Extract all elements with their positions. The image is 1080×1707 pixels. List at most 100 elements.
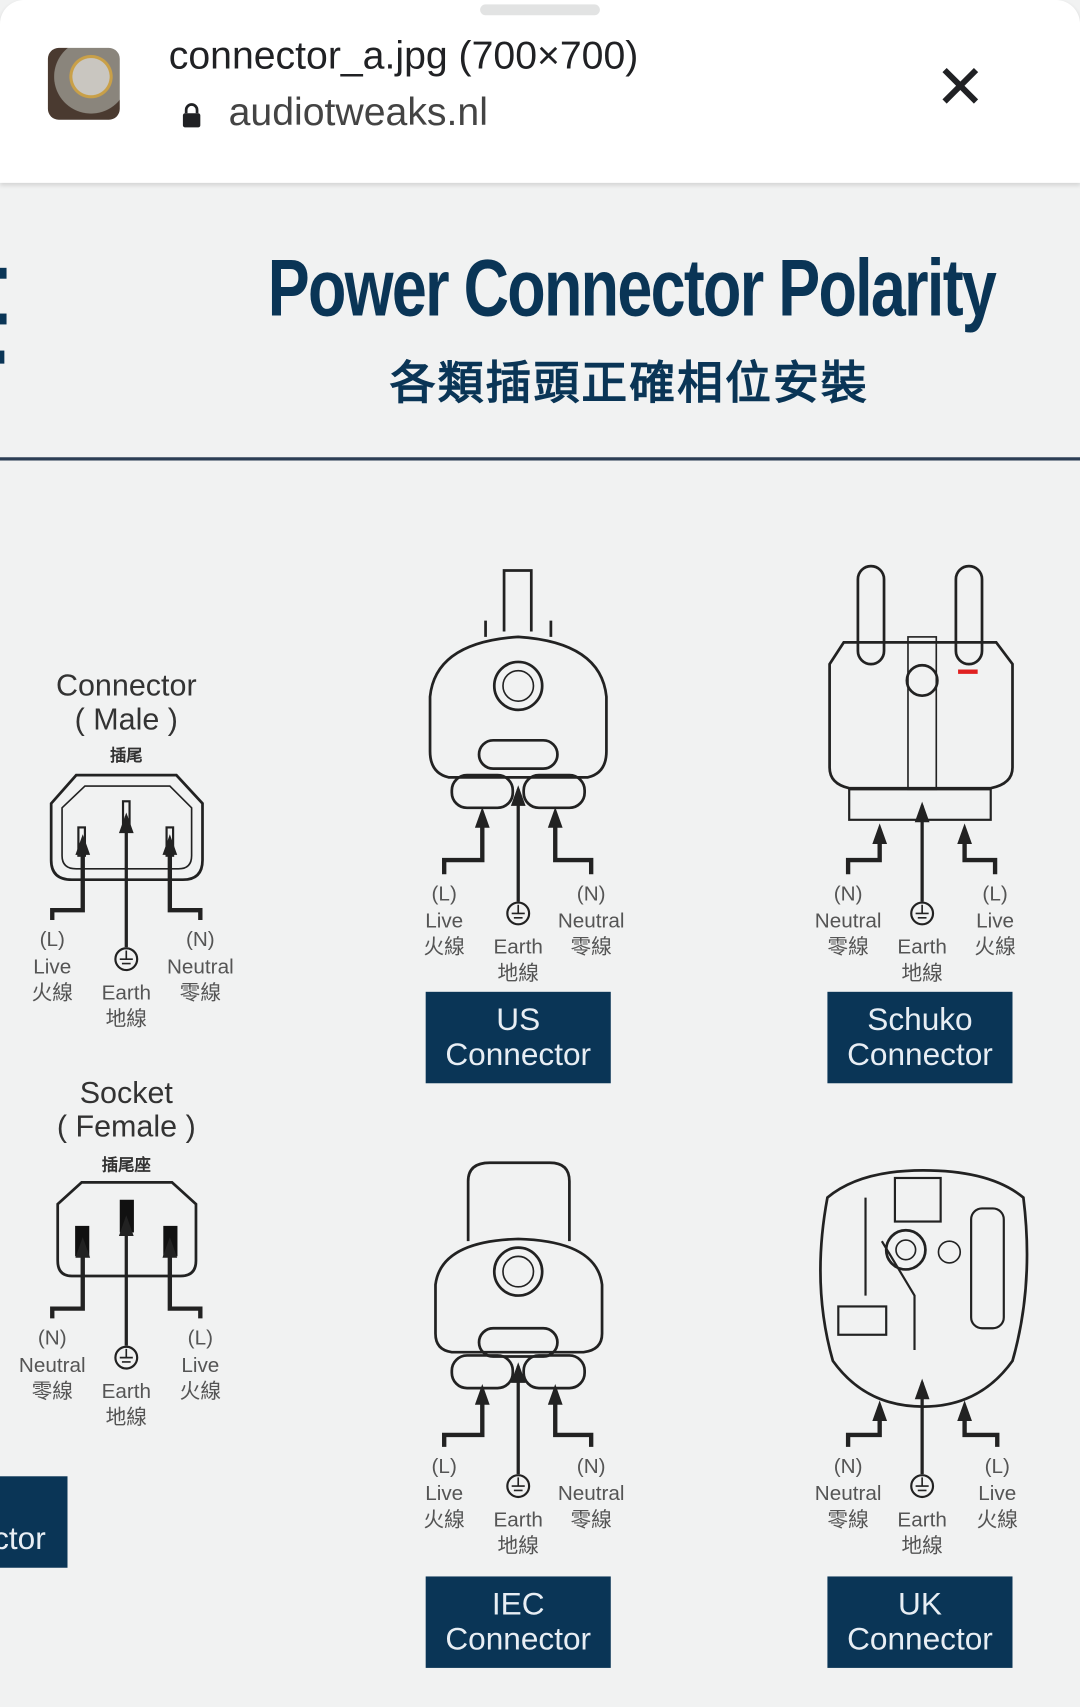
earth-symbol-icon [506,901,531,926]
earth-symbol-icon [119,1348,133,1363]
earth-label: Earth [493,1508,543,1532]
wire-code-label: (N) [185,928,215,952]
wire-code-label: (L) [984,1455,1010,1479]
arrow-head [547,1384,563,1405]
arrow-head [872,823,888,845]
arrow-head [118,1215,134,1236]
lock-icon [182,103,201,128]
wire-cn-label: 零線 [570,936,612,960]
site-url[interactable]: audiotweaks.nl [228,89,488,134]
male-cn: 插尾 [109,746,143,766]
earth-symbol-icon [511,904,525,919]
wire-cn-label: 火線 [974,936,1016,960]
divider [0,457,1080,461]
female-socket-drawing [56,1180,198,1278]
box-line1: US [496,1002,541,1038]
arrow-head [162,1237,178,1258]
wire-right [167,844,203,920]
wire-cn-label: 零線 [570,1508,612,1532]
wire-right [962,1410,1000,1447]
arrow-head [118,812,134,834]
box-line1: UK [898,1587,942,1623]
wire-cn-label: 火線 [179,1380,222,1404]
arrow-head [547,807,563,828]
wire-cn-label: 零線 [31,1380,73,1404]
wire-name-label: Live [181,1354,220,1378]
wire-name-label: Live [425,910,464,934]
site-favicon [47,47,120,120]
earth-cn-label: 地線 [901,1535,943,1558]
wire-cn-label: 零線 [827,936,869,960]
earth-symbol-icon [910,901,935,926]
wire-name-label: Neutral [814,1482,882,1506]
earth-symbol-icon [506,1474,531,1499]
drag-handle[interactable] [480,4,600,16]
wire-right [167,1247,203,1319]
female-subtitle: ( Female ) [56,1109,196,1144]
diagram-subtitle: 各類插頭正確相位安裝 [389,357,869,409]
box-line1: IEC [491,1587,545,1623]
wire-name-label: Neutral [166,955,234,979]
wire-left [845,833,882,875]
wire-right [962,833,998,875]
wire-left [50,844,85,920]
earth-symbol-icon [910,1474,935,1499]
wire-code-label: (N) [833,882,863,906]
arrow-head [474,1384,490,1405]
earth-symbol-icon [119,950,133,965]
male-connector-drawing [49,773,204,882]
wire-name-label: Neutral [557,910,625,934]
box-line2: Connector [445,1037,592,1073]
earth-label: Earth [897,1508,947,1532]
wire-name-label: Live [978,1482,1017,1506]
us-plug-drawing [428,569,608,810]
wire-cn-label: 零線 [179,982,222,1005]
earth-symbol-icon [114,1345,139,1370]
wire-name-label: Neutral [557,1482,625,1506]
wire-name-label: Live [976,910,1015,934]
arrow-head [914,801,930,823]
wire-cn-label: 零線 [827,1508,869,1532]
female-cn: 插尾座 [101,1156,151,1175]
wire-code-label: (N) [576,882,606,906]
arrow-head [162,834,178,855]
earth-cn-label: 地線 [901,962,943,986]
arrow-head [75,1237,91,1258]
wire-name-label: Live [33,955,72,979]
wire-code-label: (L) [982,882,1008,906]
wire-code-label: (L) [187,1327,213,1351]
left-edge-mark [0,267,7,279]
box-line1: Schuko [867,1002,973,1038]
earth-label: Earth [897,936,947,960]
arrow-head [75,834,91,855]
wire-cn-label: 火線 [31,982,73,1005]
arrow-head [872,1400,888,1422]
earth-label: Earth [101,982,152,1005]
arrow-head [474,807,490,828]
earth-cn-label: 地線 [105,1406,147,1430]
arrow-head [510,1362,526,1383]
close-icon[interactable]: ✕ [934,52,986,121]
wire-code-label: (N) [833,1455,863,1479]
male-title: Connector [55,668,197,703]
arrow-head [914,1378,930,1400]
earth-symbol-icon [915,1477,929,1492]
wire-code-label: (L) [431,882,457,906]
wire-left [442,1394,485,1447]
left-edge-mark [0,313,7,325]
wire-code-label: (L) [39,928,65,952]
left-edge-mark [0,350,5,364]
wire-code-label: (N) [37,1327,67,1351]
partial-connector-box: ctor [0,1476,68,1568]
box-line2: Connector [847,1622,993,1658]
arrow-head [957,1400,972,1422]
partial-box-label: ctor [0,1522,46,1557]
earth-label: Earth [493,936,543,960]
arrow-head [957,823,972,845]
image-title: connector_a.jpg (700×700) [168,32,639,78]
